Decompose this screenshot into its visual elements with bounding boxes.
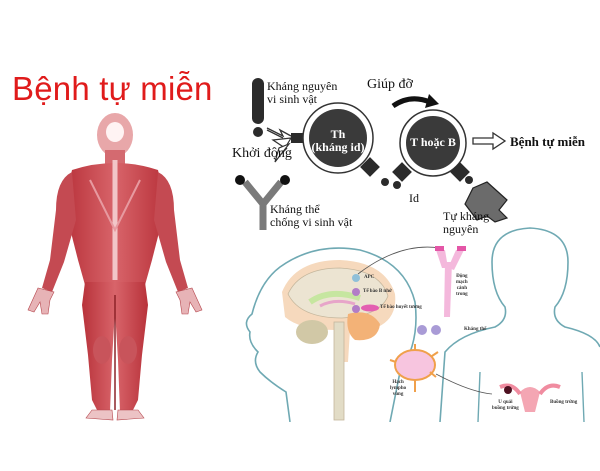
lymph-node-label: Hạch lympho vùng [390,380,407,397]
antigen-icon [252,78,264,124]
artery-label: Động mạch cảnh trong [456,274,468,297]
result-label: Bệnh tự miễn [510,134,585,149]
tb-cell-label: T hoặc B [410,135,456,149]
page-title: Bệnh tự miễn [12,70,213,107]
teratoma-label: U quái buồng trứng [492,400,519,411]
id-label: Id [409,191,419,205]
trigger-label: Khởi động [232,146,292,161]
autoantigen-label: Tự kháng nguyên [443,209,490,236]
b-cell-label: Tế bào B nhớ [363,289,392,294]
anatomy-illustration: APC Tế bào B nhớ Tế bào huyết tương Động… [230,222,600,422]
antibody-label: Kháng thể chống vi sinh vật [270,202,353,229]
apc-label: APC [364,275,375,280]
mechanism-diagram: Kháng nguyên vi sinh vật Giúp đỡ Khởi độ… [225,70,600,240]
muscular-body-figure [27,113,203,421]
ovary-label: Buồng trứng [550,400,578,405]
antigen-label: Kháng nguyên vi sinh vật [267,79,338,106]
th-cell-label: Th (kháng id) [311,127,365,154]
plasma-cell-label: Tế bào huyết tương [380,305,422,310]
help-label: Giúp đỡ [367,77,413,92]
antibody-label-anatomy: Kháng thể [464,327,487,332]
